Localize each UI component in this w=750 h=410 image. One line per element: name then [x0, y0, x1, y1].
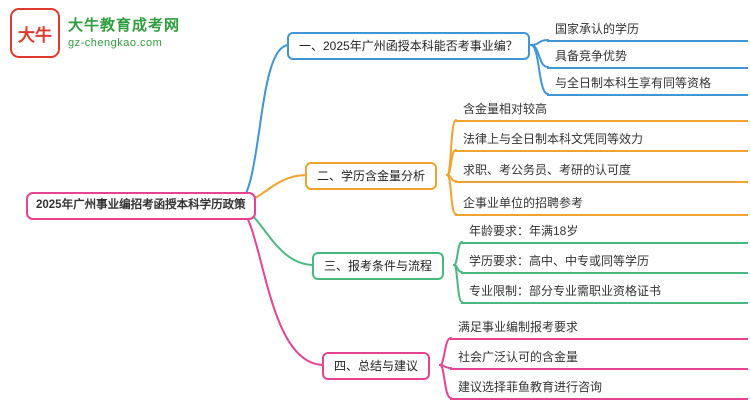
branch-topic-3: 三、报考条件与流程	[312, 252, 445, 280]
branch-topic-2: 二、学历含金量分析	[305, 162, 438, 190]
connector-branch1-leaf2	[530, 44, 549, 68]
connector-branch1-leaf3	[530, 44, 549, 95]
subtopic-2-3: 求职、考公务员、考研的认可度	[455, 161, 748, 183]
brand-logo-mark-icon: 大牛	[10, 8, 60, 58]
subtopic-2-4: 企事业单位的招聘参考	[455, 194, 748, 216]
brand-logo: 大牛 大牛教育成考网 gz-chengkao.com	[10, 8, 180, 58]
subtopic-4-3: 建议选择菲鱼教育进行咨询	[450, 378, 748, 400]
branch-topic-1: 一、2025年广州函授本科能否考事业编？	[287, 32, 530, 60]
subtopic-4-1: 满足事业编制报考要求	[450, 318, 748, 340]
brand-logo-mark-text: 大牛	[18, 25, 52, 45]
root-topic: 2025年广州事业编招考函授本科学历政策	[26, 192, 256, 220]
subtopic-3-2: 学历要求：高中、中专或同等学历	[461, 252, 748, 274]
subtopic-1-3: 与全日制本科生享有同等资格	[547, 74, 748, 96]
subtopic-1-1: 国家承认的学历	[547, 20, 748, 42]
connector-root-branch4	[233, 204, 325, 366]
subtopic-4-2: 社会广泛认可的含金量	[450, 348, 748, 370]
brand-domain: gz-chengkao.com	[68, 36, 163, 49]
connector-root-branch1	[233, 44, 290, 206]
subtopic-2-1: 含金量相对较高	[455, 100, 748, 122]
brand-text-block: 大牛教育成考网 gz-chengkao.com	[68, 16, 180, 51]
subtopic-2-2: 法律上与全日制本科文凭同等效力	[455, 130, 748, 152]
subtopic-3-1: 年龄要求：年满18岁	[461, 222, 748, 244]
subtopic-3-3: 专业限制：部分专业需职业资格证书	[461, 282, 748, 304]
branch-topic-4: 四、总结与建议	[322, 352, 431, 380]
subtopic-1-2: 具备竞争优势	[547, 47, 748, 69]
connector-branch1-leaf1	[530, 39, 549, 46]
brand-name: 大牛教育成考网	[68, 16, 181, 34]
